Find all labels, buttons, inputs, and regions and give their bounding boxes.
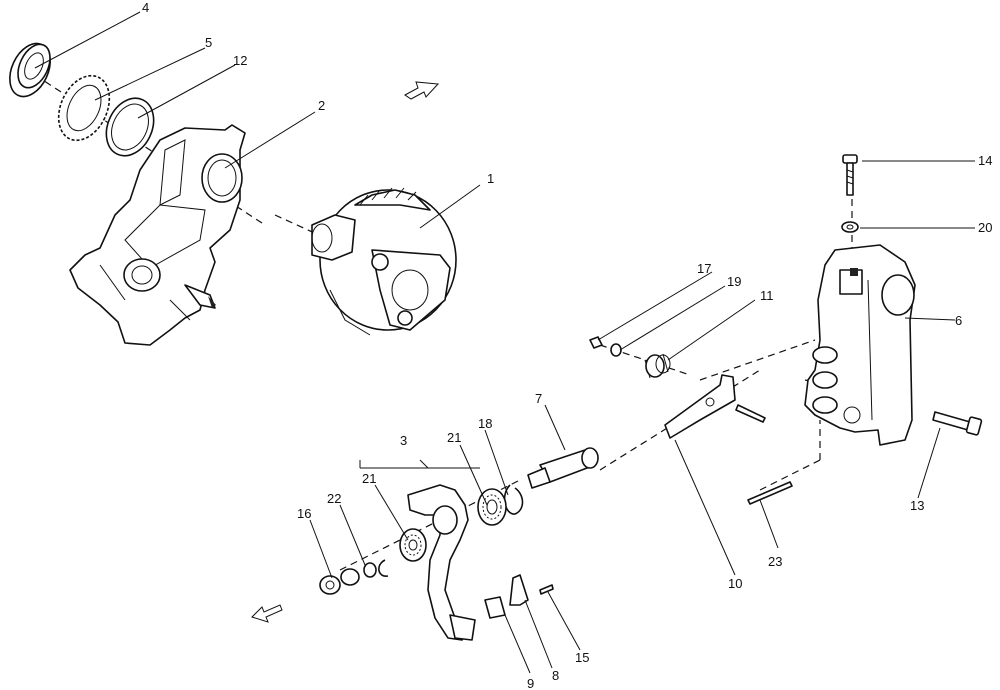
part-23-roll-pin xyxy=(747,481,793,505)
part-10-lever-plate xyxy=(664,374,766,439)
part-11-spring xyxy=(644,353,671,379)
callout-10: 10 xyxy=(728,576,742,591)
callout-13: 13 xyxy=(910,498,924,513)
part-2-pedal-housing xyxy=(69,124,246,346)
part-6-mounting-bracket xyxy=(804,244,916,446)
callout-5: 5 xyxy=(205,35,212,50)
callout-labels: 1 2 3 4 5 6 7 8 9 10 11 12 13 14 15 16 1… xyxy=(142,0,992,690)
callout-7: 7 xyxy=(535,391,542,406)
callout-9: 9 xyxy=(527,676,534,690)
callout-16: 16 xyxy=(297,506,311,521)
part-3-pedal-arm xyxy=(407,484,476,641)
callout-19: 19 xyxy=(727,274,741,289)
part-19-washer xyxy=(610,343,622,357)
part-8-bracket xyxy=(509,574,529,606)
callout-11: 11 xyxy=(760,288,774,303)
callout-15: 15 xyxy=(575,650,589,665)
callout-21-lower: 21 xyxy=(362,471,376,486)
part-14-bolt xyxy=(842,154,858,196)
part-21-bearing-upper xyxy=(477,488,507,526)
callout-12: 12 xyxy=(233,53,247,68)
callout-23: 23 xyxy=(768,554,782,569)
callout-21-upper: 21 xyxy=(447,430,461,445)
part-15-pin xyxy=(539,584,554,595)
callout-20: 20 xyxy=(978,220,992,235)
part-7-pivot-pin xyxy=(527,447,599,489)
part-16-nut xyxy=(319,568,360,595)
part-1-sector-drum xyxy=(311,187,457,336)
part-12-washer xyxy=(105,97,155,157)
part-5-lock-washer xyxy=(57,74,111,142)
part-4-nut xyxy=(9,42,51,98)
callout-14: 14 xyxy=(978,153,992,168)
part-13-bolt xyxy=(932,411,983,436)
part-9-pad-plate xyxy=(484,596,506,619)
callout-8: 8 xyxy=(552,668,559,683)
callout-2: 2 xyxy=(318,98,325,113)
callout-6: 6 xyxy=(955,313,962,328)
callout-22: 22 xyxy=(327,491,341,506)
callout-1: 1 xyxy=(487,171,494,186)
direction-arrow-lower xyxy=(251,604,283,623)
part-20-washer xyxy=(841,221,859,233)
callout-17: 17 xyxy=(697,261,711,276)
callout-18: 18 xyxy=(478,416,492,431)
callout-4: 4 xyxy=(142,0,149,15)
direction-arrow-upper xyxy=(404,81,440,100)
callout-3: 3 xyxy=(400,433,407,448)
part-18-circlip xyxy=(503,484,524,515)
leader-lines xyxy=(34,11,975,674)
part-22-circlip xyxy=(363,559,389,578)
